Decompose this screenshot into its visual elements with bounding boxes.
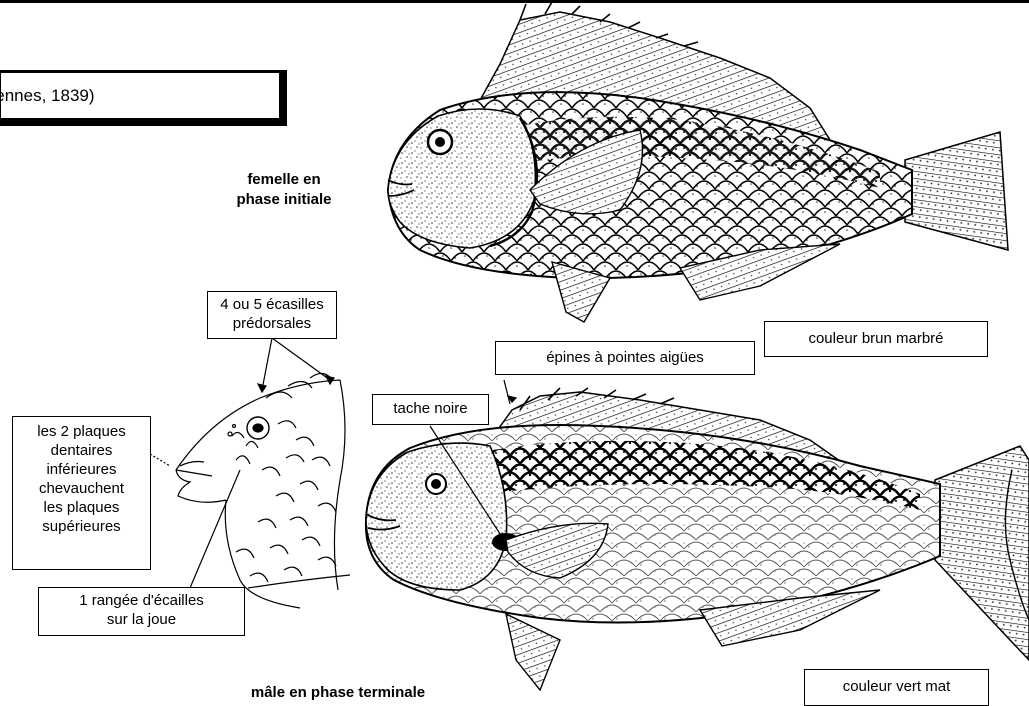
callout-cheek-scales: 1 rangée d'écailles sur la joue (38, 587, 245, 636)
male-pelvic-fin (506, 614, 560, 690)
leader-cheek (190, 470, 240, 588)
leader-spines (504, 380, 510, 404)
female-fish (388, 2, 1008, 322)
callout-black-spot: tache noire (372, 394, 489, 425)
male-tail (935, 446, 1029, 660)
head-detail-sketch (176, 373, 350, 608)
species-title: ciennes, 1839) (0, 86, 95, 106)
leader-predorsal-1 (262, 338, 272, 390)
callout-tooth-plates: les 2 plaques dentaires inférieures chev… (12, 416, 151, 570)
female-tail (905, 132, 1008, 250)
callout-predorsal-scales: 4 ou 5 écasilles prédorsales (207, 291, 337, 339)
leader-teeth (150, 454, 170, 466)
callout-brown-color: couleur brun marbré (764, 321, 988, 357)
male-phase-label: mâle en phase terminale (232, 683, 444, 703)
species-title-box: ciennes, 1839) (0, 70, 287, 126)
male-fish (366, 388, 1029, 690)
leader-predorsal-2 (272, 338, 330, 380)
callout-green-color: couleur vert mat (804, 669, 989, 706)
callout-sharp-spines: épines à pointes aigües (495, 341, 755, 375)
female-phase-label: femelle en phase initiale (222, 170, 346, 210)
